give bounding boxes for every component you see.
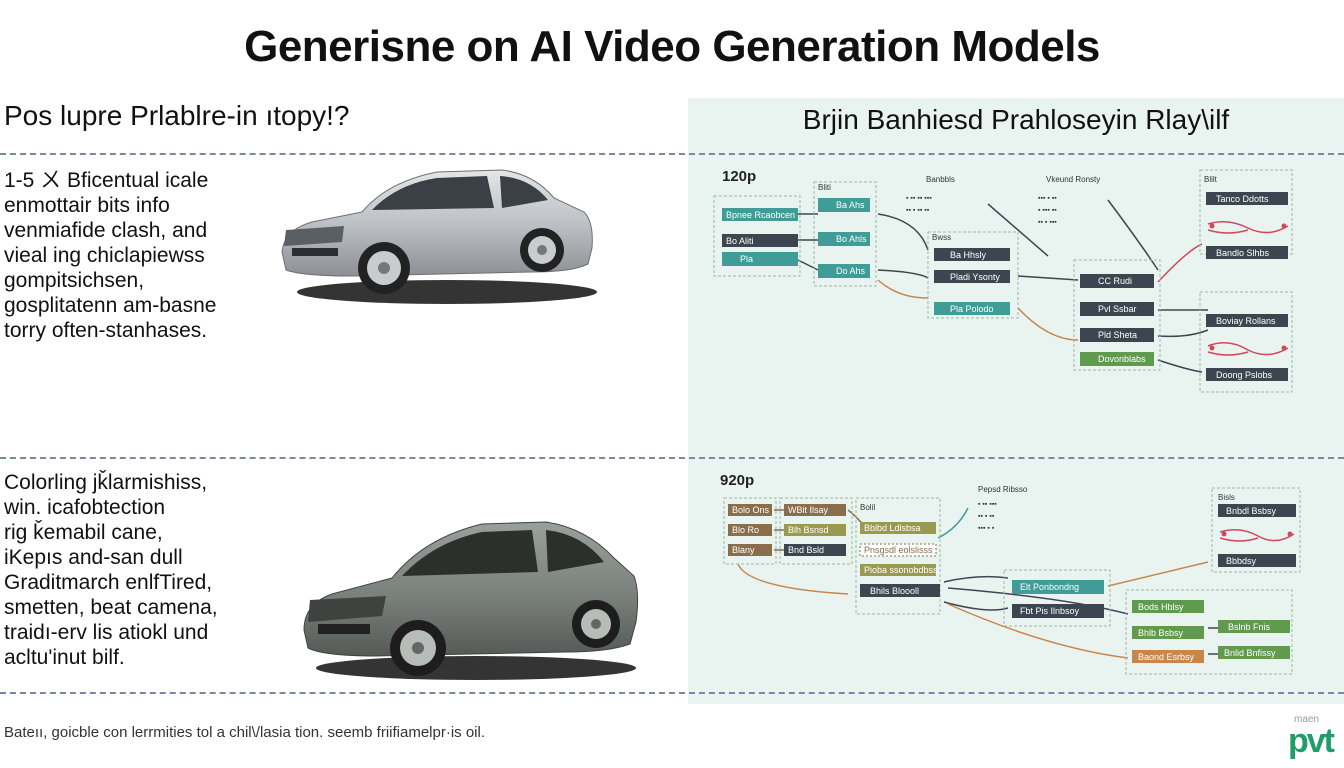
paragraph-line: win. icafobtection [4,496,166,519]
resolution-label-bottom: 920p [720,472,755,489]
bottom-paragraph: Colorling jǩlarmishiss, win. icafobtecti… [4,470,218,670]
diagram-node: Bnbdl Bsbsy [1226,506,1277,516]
paragraph-line: 1-5 ㄨ Bficentual icale [4,169,209,192]
svg-text:▪▪▪ ▪ ▪▪: ▪▪▪ ▪ ▪▪ [1038,195,1057,202]
svg-text:▪▪▪ ▪ ▪: ▪▪▪ ▪ ▪ [978,525,995,532]
diagram-header: Pepsd Ribsso [978,485,1028,494]
diagram-node: Bpnee Rcaobcen [726,210,795,220]
diagram-node: Bbbdsy [1226,556,1257,566]
diagram-header: Bwss [932,233,951,242]
diagram-node: Dovonblabs [1098,354,1146,364]
diagram-node: CC Rudi [1098,276,1132,286]
diagram-node: Bods Hblsy [1138,602,1184,612]
diagram-header: Bliti [818,183,831,192]
diagram-node: Boviay Rollans [1216,316,1276,326]
svg-text:▪ ▪▪ ▪▪ ▪▪▪: ▪ ▪▪ ▪▪ ▪▪▪ [906,195,932,202]
diagram-node: Bolo Ons [732,505,770,515]
paragraph-line: enmottair bits info [4,194,170,217]
diagram-node: Bnlid Bnfissy [1224,648,1276,658]
diagram-node: Bslnb Fnis [1228,622,1271,632]
diagram-node: Fbt Pis Ilnbsoy [1020,606,1080,616]
paragraph-line: gompitsichsen, [4,269,145,292]
diagram-node: Pladi Ysonty [950,272,1000,282]
diagram-node: Pnsgsdl eolslisss [864,545,933,555]
diagram-node: Doong Pslobs [1216,370,1273,380]
diagram-node: Blh Bsnsd [788,525,829,535]
diagram-node: Blany [732,545,755,555]
diagram-node: Bo Aliti [726,236,754,246]
paragraph-line: smetten, beat camena, [4,596,218,619]
diagram-node: Baond Esrbsy [1138,652,1195,662]
diagram-node: Pla Polodo [950,304,994,314]
diagram-header: Blilt [1204,175,1218,184]
page-title: Generisne on AI Video Generation Models [244,22,1100,71]
paragraph-line: gosplitatenn am-basne [4,294,217,317]
pipeline-diagram-bottom: Bolil Pepsd Ribsso Bisls ▪ ▪▪ ▪▪▪ ▪▪ ▪ ▪… [723,485,1301,675]
pipeline-diagram-top: Banbbls Vkeund Ronsty Bliti Bwss Blilt ▪… [713,169,1293,393]
diagram-node: Bblbd Ldlsbsa [864,523,921,533]
logo-tagline: maen [1294,714,1320,725]
paragraph-line: vieal ing chiclapiewss [4,244,205,267]
diagram-node: Pla [740,254,753,264]
diagram-header: Banbbls [926,175,955,184]
diagram-node: Bhils Bloooll [870,586,919,596]
top-paragraph: 1-5 ㄨ Bficentual icale enmottair bits in… [4,168,216,343]
paragraph-line: Colorling jǩlarmishiss, [4,471,208,494]
diagram-node: Ba Hhsly [950,250,987,260]
paragraph-line: torry often-stanhases. [4,319,208,342]
logo-wordmark: pvt [1288,722,1335,760]
diagram-node: Bhlb Bsbsy [1138,628,1184,638]
divider-top [0,153,1344,155]
silver-car-image [281,169,597,304]
diagram-node: Blo Ro [732,525,759,535]
brand-logo: maen pvt [1286,712,1344,762]
divider-middle [0,457,1344,459]
diagram-node: Tanco Ddotts [1216,194,1269,204]
diagram-node: Pld Sheta [1098,330,1137,340]
paragraph-line: acltu'inut bilf. [4,646,125,669]
paragraph-line: iKepıs and-san dull [4,546,183,569]
svg-text:▪▪ ▪ ▪▪▪: ▪▪ ▪ ▪▪▪ [1038,219,1057,226]
svg-text:▪ ▪▪ ▪▪▪: ▪ ▪▪ ▪▪▪ [978,501,997,508]
svg-text:▪▪ ▪ ▪▪: ▪▪ ▪ ▪▪ [978,513,995,520]
resolution-label-top: 120p [722,168,757,185]
diagram-node: Ba Ahs [836,200,865,210]
paragraph-line: venmiafide clash, and [4,219,208,242]
grey-car-image [303,521,639,680]
divider-bottom [0,692,1344,694]
diagram-header: Bolil [860,503,875,512]
diagram-header: Bisls [1218,493,1235,502]
right-heading: Brjin Banhiesd Prahloseyin Rlay\ilf [802,104,1230,135]
diagram-node: WBit Ilsay [788,505,829,515]
footer-caption: Bateıı, goicble con lerrmities tol a chi… [4,724,486,741]
diagram-node: Pioba ssonobdbss [864,565,938,575]
diagram-node: Bnd Bsld [788,545,824,555]
diagram-node: Pvl Ssbar [1098,304,1137,314]
diagram-header: Vkeund Ronsty [1046,175,1100,184]
paragraph-line: Graditmarch enlfTired, [4,571,213,594]
left-heading: Pos lupre Prlablre-in ıtopy!? [4,100,350,131]
paragraph-line: traidı-erv lis atiokl und [4,621,209,644]
diagram-node: Bo Ahls [836,234,867,244]
diagram-node: Do Ahs [836,266,866,276]
svg-text:▪▪ ▪ ▪▪ ▪▪: ▪▪ ▪ ▪▪ ▪▪ [906,207,930,214]
paragraph-line: rig ǩemabil cane, [4,521,163,544]
diagram-node: Elt Ponbondng [1020,582,1079,592]
svg-text:▪ ▪▪▪ ▪▪: ▪ ▪▪▪ ▪▪ [1038,207,1057,214]
diagram-node: Bandlo Slhbs [1216,248,1270,258]
